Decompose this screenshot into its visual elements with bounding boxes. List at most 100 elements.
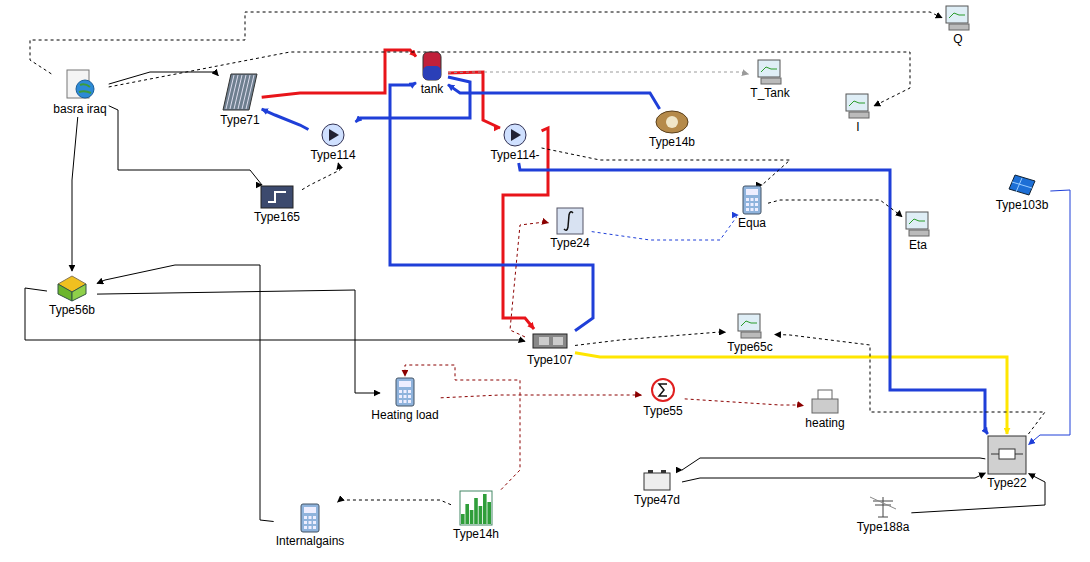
connection-wire bbox=[405, 365, 520, 490]
component-block: Type103b bbox=[995, 173, 1050, 212]
plot-icon bbox=[755, 59, 785, 85]
connection-wire bbox=[441, 395, 642, 398]
bldg-icon bbox=[55, 272, 89, 302]
print-icon bbox=[810, 389, 840, 415]
calc-icon bbox=[300, 503, 320, 533]
connection-wire bbox=[775, 334, 1045, 434]
connection-wire bbox=[685, 399, 804, 406]
component-label: Type56b bbox=[48, 303, 96, 317]
component-block: Eta bbox=[903, 211, 933, 252]
pump-icon bbox=[321, 123, 345, 147]
component-block: Type71 bbox=[219, 72, 260, 127]
connection-wire bbox=[72, 117, 78, 271]
pv-icon bbox=[1007, 173, 1037, 197]
component-block: Type65c bbox=[726, 313, 773, 354]
component-block: Type188a bbox=[856, 495, 911, 534]
connection-wire bbox=[911, 474, 1045, 513]
component-label: Eta bbox=[908, 238, 928, 252]
component-label: basra iraq bbox=[52, 102, 107, 116]
connection-wire bbox=[97, 265, 274, 522]
component-label: Type24 bbox=[549, 236, 590, 250]
batt-icon bbox=[642, 468, 672, 492]
component-label: I bbox=[855, 120, 860, 134]
component-block: Internalgains bbox=[275, 503, 346, 548]
component-block: basra iraq bbox=[52, 69, 107, 116]
component-label: heating bbox=[804, 416, 845, 430]
component-block: Type114- bbox=[489, 123, 540, 162]
component-label: Type114 bbox=[309, 148, 356, 162]
coll-icon bbox=[221, 72, 259, 112]
pump-icon bbox=[503, 123, 527, 147]
component-label: Type14b bbox=[648, 135, 696, 149]
connection-wire bbox=[338, 500, 451, 505]
connection-wire bbox=[390, 83, 593, 331]
component-label: Type14h bbox=[452, 527, 500, 541]
connection-wire bbox=[592, 215, 738, 240]
component-label: Type65c bbox=[726, 340, 773, 354]
connection-wire bbox=[682, 473, 985, 482]
component-block: Type24 bbox=[549, 207, 590, 250]
connection-wire bbox=[542, 148, 790, 185]
connection-wire bbox=[25, 288, 525, 341]
sched-icon bbox=[459, 490, 493, 526]
component-block: Type22 bbox=[986, 435, 1027, 490]
connection-wire bbox=[575, 353, 1007, 434]
component-block: Q bbox=[943, 5, 973, 46]
component-block: Type55 bbox=[642, 377, 683, 418]
component-label: Type114- bbox=[489, 148, 540, 162]
connection-wire bbox=[109, 106, 262, 185]
plot-icon bbox=[843, 93, 873, 119]
connection-wire bbox=[519, 163, 988, 434]
component-label: Type55 bbox=[642, 404, 683, 418]
connection-wire bbox=[30, 12, 942, 74]
connection-wire bbox=[1029, 190, 1070, 444]
component-block: heating bbox=[804, 389, 845, 430]
connection-wire bbox=[109, 72, 219, 84]
integ-icon bbox=[556, 207, 584, 235]
sum-icon bbox=[650, 377, 676, 403]
plot-icon bbox=[943, 5, 973, 31]
connection-wire bbox=[97, 290, 380, 393]
component-block: Type47d bbox=[633, 468, 681, 507]
meter-icon bbox=[655, 110, 689, 134]
component-block: T_Tank bbox=[749, 59, 790, 100]
component-block: Type114 bbox=[309, 123, 356, 162]
component-block: Heating load bbox=[370, 377, 439, 422]
component-label: Type47d bbox=[633, 493, 681, 507]
component-label: Type22 bbox=[986, 476, 1027, 490]
weather-icon bbox=[63, 69, 97, 101]
hp-icon bbox=[531, 330, 569, 352]
connection-wire bbox=[262, 50, 416, 97]
tank-icon bbox=[417, 51, 447, 81]
component-block: Type14b bbox=[648, 110, 696, 149]
connection-wire bbox=[448, 85, 660, 109]
component-block: Type165 bbox=[253, 185, 301, 224]
connection-wire bbox=[682, 458, 985, 470]
plot-icon bbox=[903, 211, 933, 237]
component-label: Internalgains bbox=[275, 534, 346, 548]
connection-wire bbox=[262, 109, 309, 129]
component-block: Type107 bbox=[526, 330, 574, 367]
component-block: tank bbox=[417, 51, 447, 96]
component-label: Heating load bbox=[370, 408, 439, 422]
calc-icon bbox=[395, 377, 415, 407]
inv-icon bbox=[987, 435, 1027, 475]
grid-icon bbox=[868, 495, 898, 519]
calc-icon bbox=[742, 185, 762, 215]
connection-wire bbox=[302, 163, 340, 190]
connection-wire bbox=[575, 332, 725, 345]
component-block: Equa bbox=[737, 185, 767, 230]
component-label: Type107 bbox=[526, 353, 574, 367]
component-label: Type71 bbox=[219, 113, 260, 127]
connection-wire bbox=[448, 72, 500, 128]
component-label: Q bbox=[952, 32, 963, 46]
connection-wire bbox=[448, 72, 748, 74]
component-label: T_Tank bbox=[749, 86, 790, 100]
component-label: Type103b bbox=[995, 198, 1050, 212]
component-block: Type56b bbox=[48, 272, 96, 317]
component-label: Equa bbox=[737, 216, 767, 230]
connection-wire bbox=[510, 222, 548, 337]
component-block: I bbox=[843, 93, 873, 134]
ctrl-icon bbox=[260, 185, 294, 209]
